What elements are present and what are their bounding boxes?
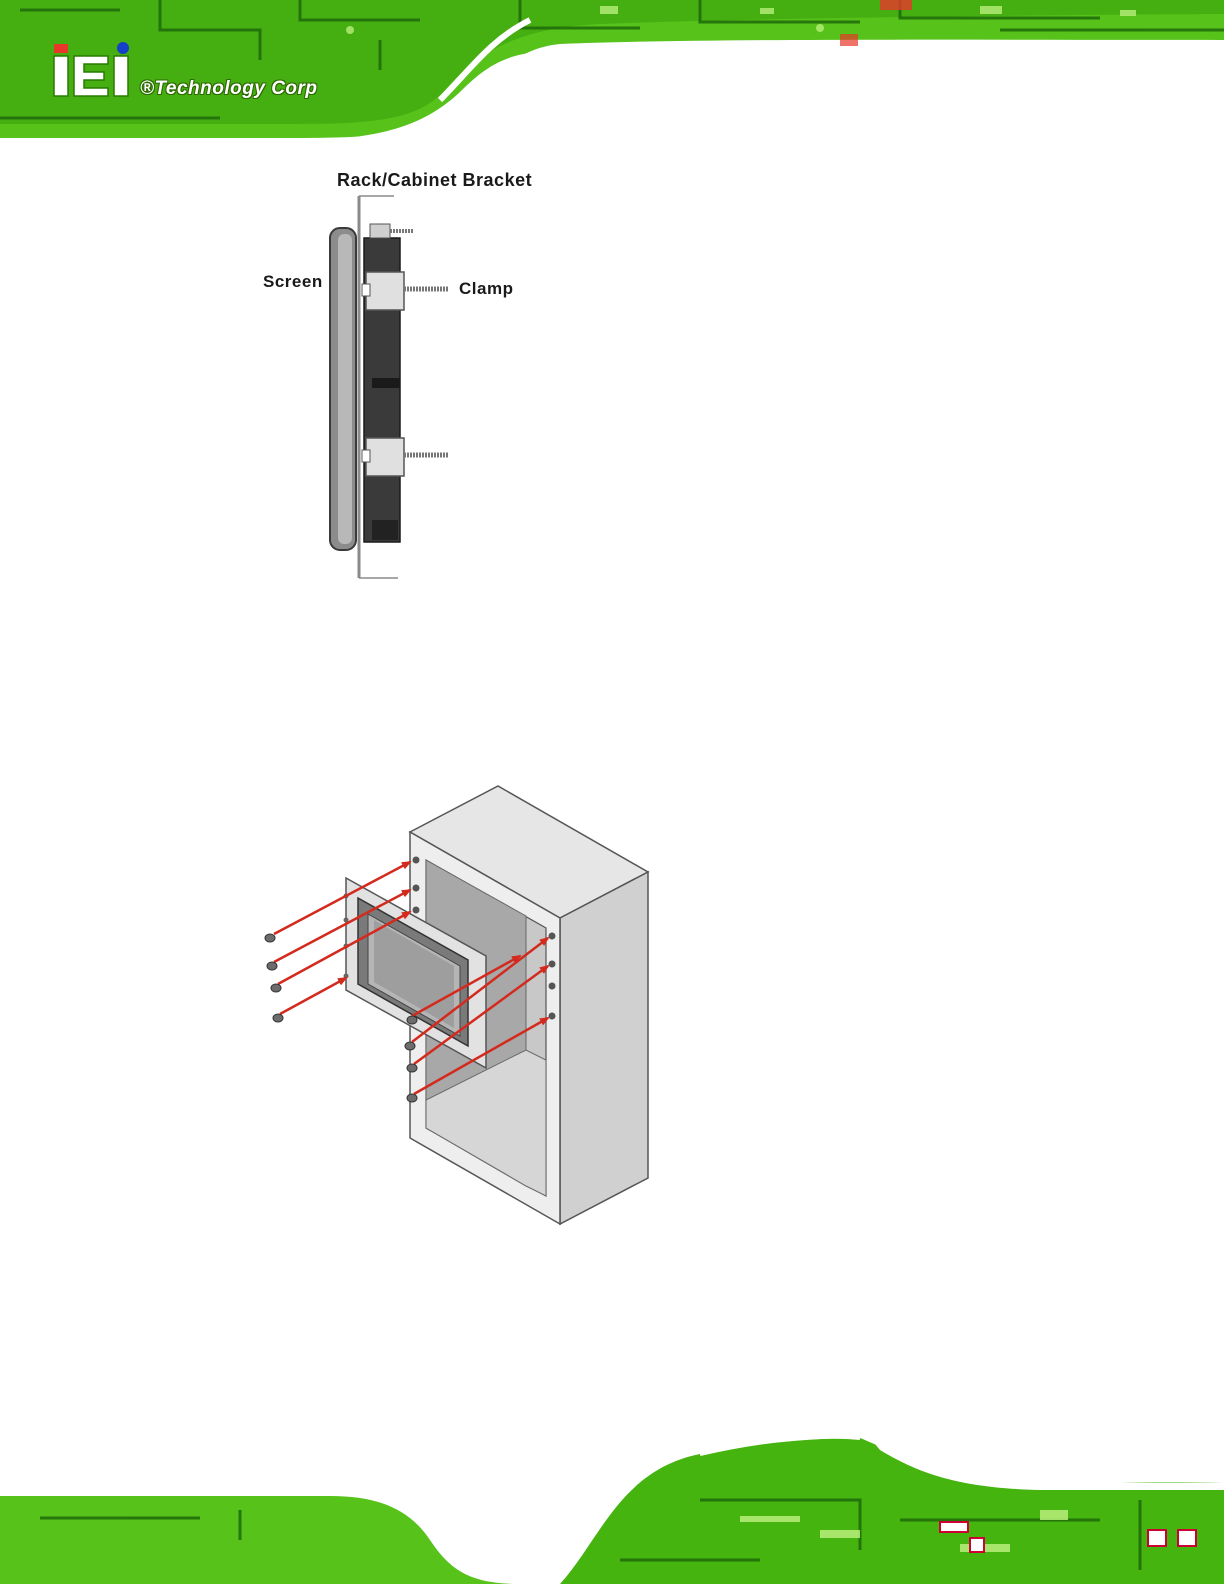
footer-banner [0, 1430, 1224, 1584]
circuit-board-footer-graphic [0, 1430, 1224, 1584]
cabinet-mounting-diagram [0, 0, 1224, 1240]
cabinet-mount-figure [0, 0, 1224, 1240]
